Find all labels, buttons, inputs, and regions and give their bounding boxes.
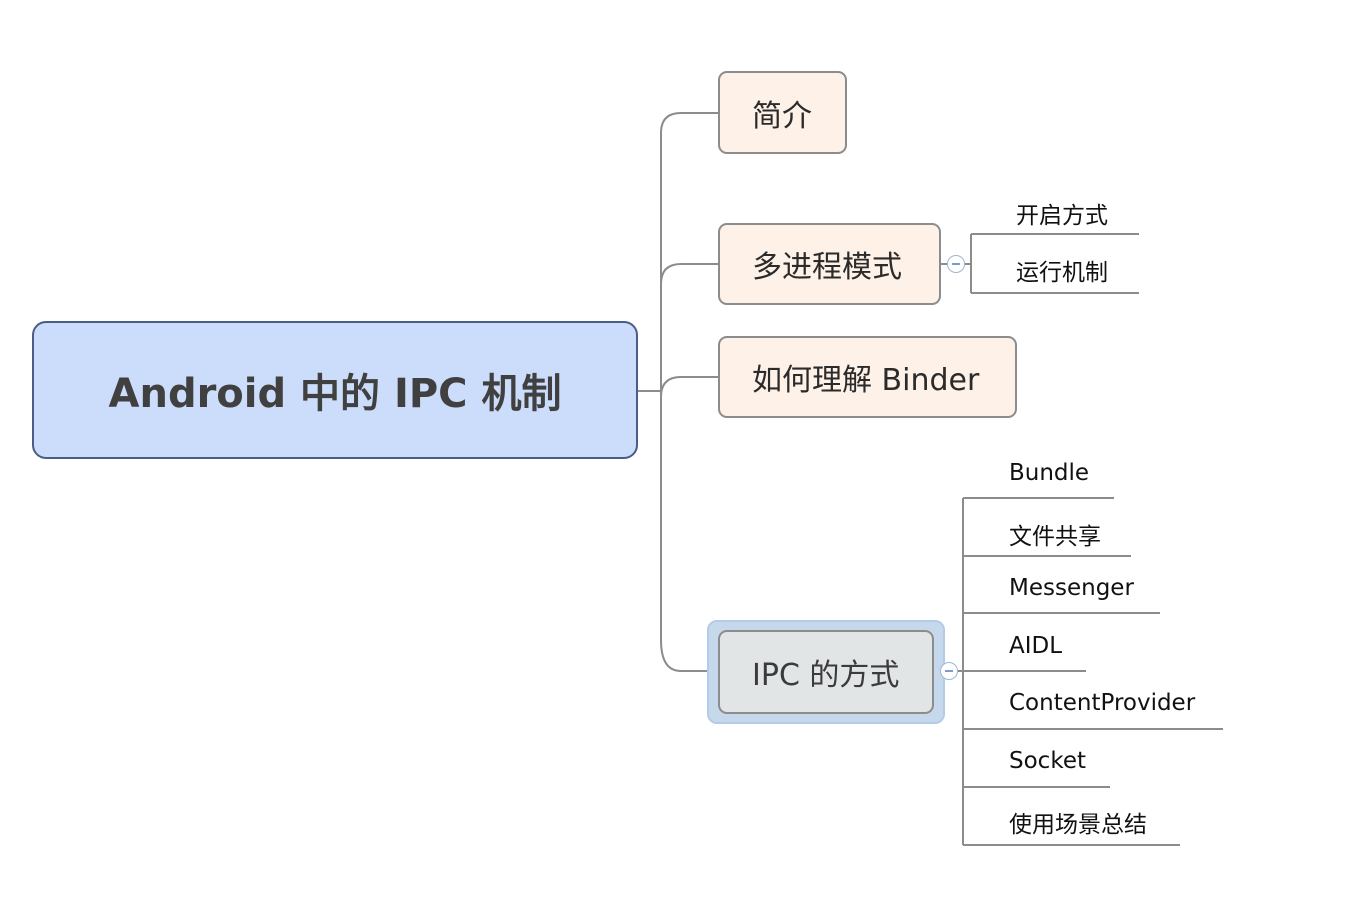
connector-branch-2 — [660, 263, 718, 285]
leaf-aidl[interactable]: AIDL — [1009, 633, 1063, 659]
leaf-startup-mode[interactable]: 开启方式 — [1016, 203, 1108, 229]
connector-branch-3 — [660, 376, 718, 398]
branch-intro[interactable]: 简介 — [718, 71, 847, 154]
branch-binder[interactable]: 如何理解 Binder — [718, 336, 1017, 418]
collapse-toggle-icon[interactable] — [940, 662, 958, 680]
collapse-toggle-icon[interactable] — [947, 255, 965, 273]
leaf-socket[interactable]: Socket — [1009, 748, 1086, 774]
branch-multiprocess[interactable]: 多进程模式 — [718, 223, 941, 305]
branch-intro-label: 简介 — [752, 98, 812, 134]
branch-ipc-methods-label: IPC 的方式 — [752, 658, 900, 693]
leaf-runtime-mechanism[interactable]: 运行机制 — [1016, 260, 1108, 286]
leaf-messenger[interactable]: Messenger — [1009, 575, 1134, 601]
leaf-usage-summary[interactable]: 使用场景总结 — [1009, 812, 1147, 838]
root-topic-label: Android 中的 IPC 机制 — [108, 371, 562, 417]
branch-ipc-methods[interactable]: IPC 的方式 — [718, 630, 934, 714]
leaf-contentprovider[interactable]: ContentProvider — [1009, 690, 1196, 716]
connector-branch-4 — [660, 639, 718, 672]
leaf-file-sharing[interactable]: 文件共享 — [1009, 524, 1101, 550]
root-topic[interactable]: Android 中的 IPC 机制 — [32, 321, 638, 459]
leaf-bundle[interactable]: Bundle — [1009, 460, 1090, 486]
branch-binder-label: 如何理解 Binder — [752, 363, 980, 398]
branch-multiprocess-label: 多进程模式 — [752, 250, 902, 285]
connector-trunk — [660, 112, 718, 640]
